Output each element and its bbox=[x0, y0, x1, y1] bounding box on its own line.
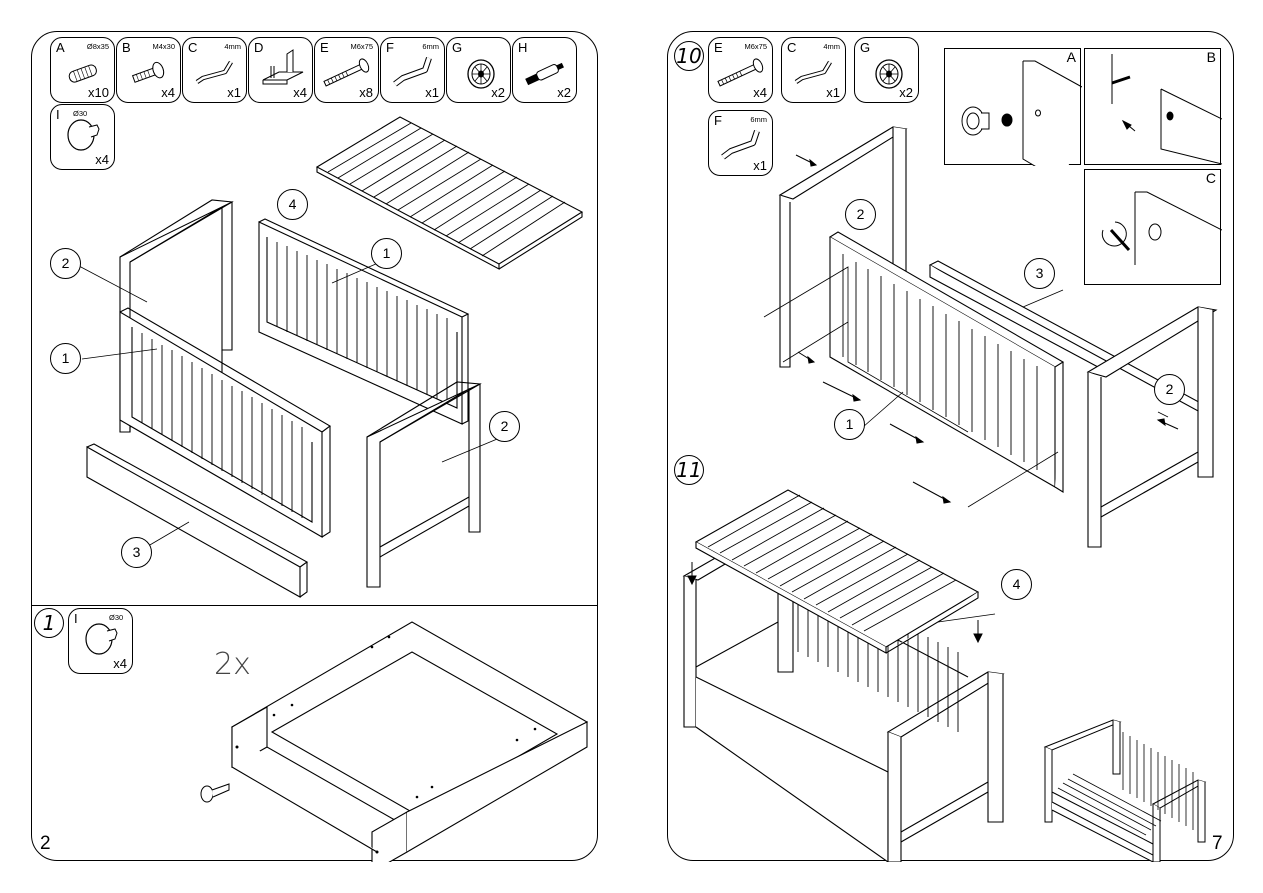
right-page: 10 E M6x75 x4 C 4mm x1 G x2 F 6mm bbox=[667, 31, 1234, 862]
base-frame-drawing bbox=[200, 621, 589, 862]
part-qty: x1 bbox=[425, 85, 439, 100]
part-qty: x4 bbox=[293, 85, 307, 100]
part-card-i: I Ø30 x4 bbox=[68, 608, 133, 674]
part-card-e: E M6x75 x8 bbox=[314, 37, 379, 103]
callout-part-2: 2 bbox=[1154, 374, 1185, 405]
part-size: Ø30 bbox=[109, 613, 124, 622]
part-size: 4mm bbox=[224, 42, 241, 51]
crib-side-assembly-drawing bbox=[763, 126, 1218, 548]
part-letter: F bbox=[714, 113, 722, 128]
multiplier-label: 2x bbox=[214, 647, 251, 682]
bolt-insert-detail bbox=[1111, 54, 1223, 165]
part-letter: E bbox=[320, 40, 329, 55]
part-card-c: C 4mm x1 bbox=[182, 37, 247, 103]
wheel-mount-detail bbox=[961, 60, 1083, 195]
detail-box-b: B bbox=[1084, 48, 1223, 165]
part-letter: D bbox=[254, 40, 264, 55]
callout-part-4: 4 bbox=[1001, 569, 1032, 600]
callout-part-2: 2 bbox=[50, 248, 81, 279]
part-card-c: C 4mm x1 bbox=[781, 37, 846, 103]
bolt-icon bbox=[717, 58, 764, 87]
callout-part-1: 1 bbox=[371, 238, 402, 269]
part-card-e: E M6x75 x4 bbox=[708, 37, 773, 103]
part-card-g: G x2 bbox=[854, 37, 919, 103]
part-letter: C bbox=[188, 40, 198, 55]
step-number: 10 bbox=[674, 41, 704, 71]
dowel-icon bbox=[68, 64, 97, 83]
wheel-icon bbox=[875, 59, 903, 89]
callout-part-1: 1 bbox=[834, 409, 865, 440]
knob-icon bbox=[67, 119, 100, 151]
axle-icon bbox=[525, 62, 564, 86]
part-card-i: I Ø30 x4 bbox=[50, 104, 115, 170]
base-placement-drawing bbox=[682, 489, 1207, 862]
part-qty: x2 bbox=[557, 85, 571, 100]
part-qty: x1 bbox=[227, 85, 241, 100]
part-size: M6x75 bbox=[744, 42, 767, 51]
part-qty: x4 bbox=[753, 85, 767, 100]
tighten-detail bbox=[1101, 191, 1223, 265]
allen-key-icon bbox=[195, 60, 233, 84]
part-qty: x2 bbox=[491, 85, 505, 100]
part-size: Ø8x35 bbox=[86, 42, 109, 51]
part-card-f: F 6mm x1 bbox=[380, 37, 445, 103]
part-card-f: F 6mm x1 bbox=[708, 110, 773, 176]
step-number: 1 bbox=[34, 608, 64, 638]
part-qty: x1 bbox=[826, 85, 840, 100]
bolt-icon bbox=[323, 58, 370, 87]
part-letter: G bbox=[452, 40, 463, 55]
part-letter: H bbox=[518, 40, 528, 55]
page-number: 2 bbox=[40, 833, 51, 854]
part-size: 4mm bbox=[823, 42, 840, 51]
part-card-g: G x2 bbox=[446, 37, 511, 103]
page-divider bbox=[32, 605, 597, 606]
detail-box-a: A bbox=[944, 48, 1083, 195]
part-card-d: D x4 bbox=[248, 37, 313, 103]
part-letter: I bbox=[56, 107, 60, 122]
part-letter: B bbox=[122, 40, 131, 55]
page-number: 7 bbox=[1212, 833, 1223, 854]
allen-key-icon bbox=[393, 57, 432, 87]
detail-label: A bbox=[1066, 49, 1076, 65]
part-letter: I bbox=[74, 611, 78, 626]
part-card-h: H x2 bbox=[512, 37, 577, 103]
detail-label: C bbox=[1205, 170, 1216, 186]
part-qty: x1 bbox=[753, 158, 767, 173]
step-number: 11 bbox=[674, 455, 704, 485]
part-qty: x4 bbox=[95, 152, 109, 167]
crib-exploded-drawing bbox=[78, 116, 584, 598]
detail-box-c: C bbox=[1084, 169, 1223, 285]
part-size: M6x75 bbox=[350, 42, 373, 51]
callout-part-3: 3 bbox=[121, 537, 152, 568]
part-qty: x2 bbox=[899, 85, 913, 100]
left-page: A Ø8x35 x10 B M4x30 x4 C 4mm x1 D x4 bbox=[31, 31, 598, 862]
callout-part-2: 2 bbox=[845, 199, 876, 230]
wheel-icon bbox=[467, 59, 495, 89]
bracket-icon bbox=[262, 49, 304, 85]
knob-icon bbox=[85, 623, 118, 655]
part-size: M4x30 bbox=[152, 42, 175, 51]
allen-key-icon bbox=[794, 60, 832, 84]
callout-part-4: 4 bbox=[277, 189, 308, 220]
callout-part-3: 3 bbox=[1024, 258, 1055, 289]
part-qty: x10 bbox=[88, 85, 109, 100]
callout-part-2: 2 bbox=[489, 411, 520, 442]
part-size: 6mm bbox=[750, 115, 767, 124]
part-letter: G bbox=[860, 40, 871, 55]
detail-label: B bbox=[1206, 49, 1216, 65]
part-qty: x4 bbox=[113, 656, 127, 671]
part-size: Ø30 bbox=[73, 109, 88, 118]
part-size: 6mm bbox=[422, 42, 439, 51]
part-letter: C bbox=[787, 40, 797, 55]
allen-key-icon bbox=[721, 130, 760, 160]
callout-part-1: 1 bbox=[50, 343, 81, 374]
part-letter: E bbox=[714, 40, 723, 55]
part-letter: A bbox=[56, 40, 65, 55]
part-card-b: B M4x30 x4 bbox=[116, 37, 181, 103]
part-qty: x4 bbox=[161, 85, 175, 100]
part-qty: x8 bbox=[359, 85, 373, 100]
part-letter: F bbox=[386, 40, 394, 55]
part-card-a: A Ø8x35 x10 bbox=[50, 37, 115, 103]
screw-icon bbox=[131, 61, 165, 83]
